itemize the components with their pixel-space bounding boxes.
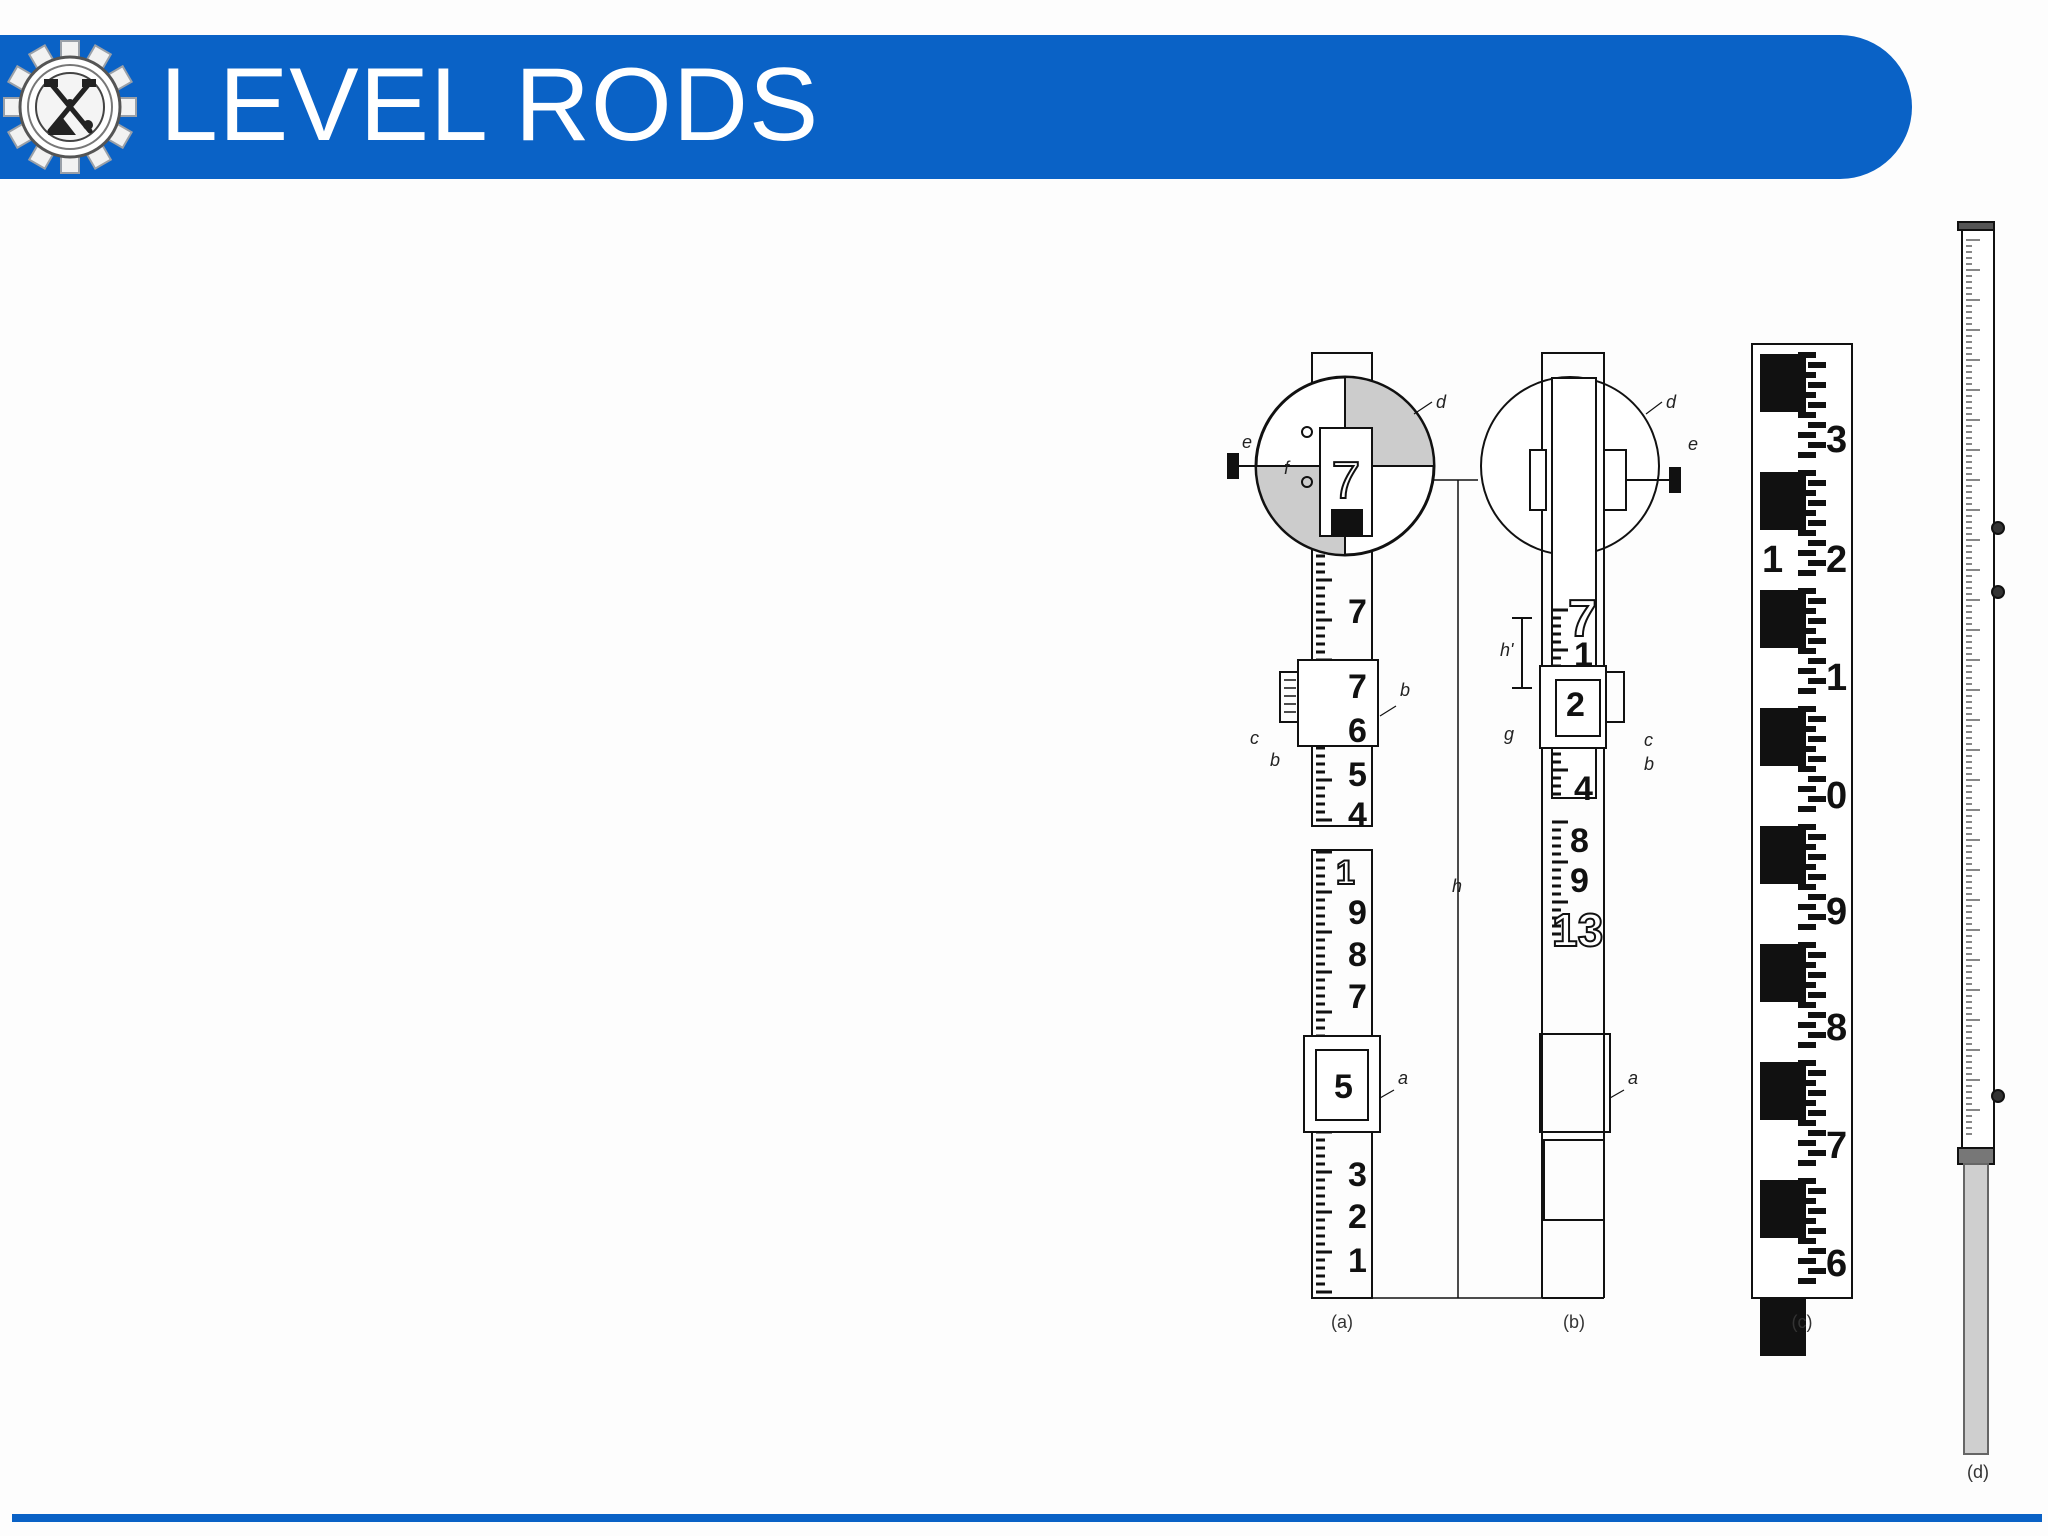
rod-a-number-13: 1 [1348,1242,1367,1280]
caption-d: (d) [1967,1462,1989,1482]
rod-c-number-2: 1 [1762,539,1783,581]
slide-title: LEVEL RODS [160,47,820,163]
label-g: g [1504,724,1514,744]
label-b-a1: b [1400,680,1410,700]
rod-a-number-6: 1 [1336,854,1355,892]
rod-a-number-9: 7 [1348,978,1367,1016]
rod-c-number-4: 1 [1826,657,1847,699]
rod-b-number-7: 13 [1552,904,1603,956]
rod-a-number-5: 4 [1348,796,1367,834]
label-h: h [1452,876,1462,896]
label-a-a: a [1398,1068,1408,1088]
rod-c-number-5: 0 [1826,775,1847,817]
caption-a: (a) [1331,1312,1353,1332]
rod-a-number-2: 7 [1348,668,1367,706]
rod-a-number-11: 3 [1348,1156,1367,1194]
label-b-b: b [1644,754,1654,774]
caption-c: (c) [1791,1312,1813,1332]
rod-a-number-10: 5 [1334,1068,1353,1106]
rod-c-number-6: 9 [1826,891,1847,933]
rod-b [1480,352,1681,1299]
rod-a-number-7: 9 [1348,894,1367,932]
institution-logo [3,40,137,174]
bottom-divider [12,1514,2042,1522]
rod-b-number-6: 9 [1570,862,1589,900]
rod-a-target-number: 7 [1332,452,1361,510]
rod-b-number-1: 7 [1568,590,1597,648]
label-f: f [1284,458,1291,478]
rod-a-number-4: 5 [1348,756,1367,794]
rod-c-number-9: 6 [1826,1243,1847,1285]
label-e-b: e [1688,434,1698,454]
label-c-b: c [1644,730,1653,750]
label-d-a: d [1436,392,1447,412]
label-h-prime: h' [1500,640,1514,660]
label-c-a: c [1250,728,1259,748]
rod-a: 7 [1227,352,1436,1299]
caption-b: (b) [1563,1312,1585,1332]
rod-c-number-8: 7 [1826,1125,1847,1167]
rod-a-number-1: 7 [1348,593,1367,631]
rod-d [1957,221,2005,1455]
rod-b-number-3: 2 [1566,686,1585,724]
level-rods-figure: 7 7 7 6 5 4 1 9 8 [1227,221,2005,1455]
label-a-b: a [1628,1068,1638,1088]
label-d-b: d [1666,392,1677,412]
rod-a-number-12: 2 [1348,1198,1367,1236]
rod-b-number-5: 8 [1570,822,1589,860]
rod-a-number-8: 8 [1348,936,1367,974]
rod-c [1751,343,1853,1356]
label-e-a: e [1242,432,1252,452]
rod-c-number-1: 3 [1826,419,1847,461]
rod-c-number-7: 8 [1826,1007,1847,1049]
rod-b-number-4: 4 [1574,770,1593,808]
rod-b-number-2: 1 [1574,636,1593,674]
label-b-a2: b [1270,750,1280,770]
rod-c-number-3: 2 [1826,539,1847,581]
title-bar [0,35,1912,179]
rod-a-number-3: 6 [1348,712,1367,750]
